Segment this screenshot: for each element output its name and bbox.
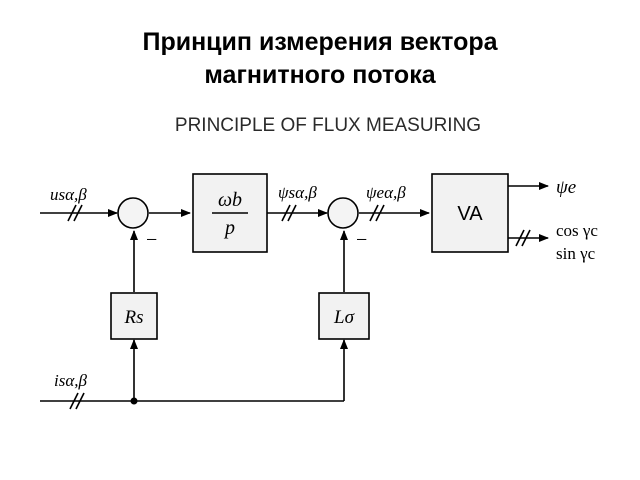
rs-label: Rs bbox=[124, 307, 144, 328]
lsigma-label: Lσ bbox=[333, 307, 355, 328]
diagram-subtitle: PRINCIPLE OF FLUX MEASURING bbox=[175, 115, 481, 136]
summing-junction-1 bbox=[117, 197, 149, 229]
bus-marks bbox=[67, 204, 531, 410]
va-label: VA bbox=[457, 203, 483, 225]
integrator-denominator: p bbox=[223, 217, 235, 239]
integrator-numerator: ωb bbox=[218, 189, 242, 211]
summing-junction-2 bbox=[327, 197, 359, 229]
rs-block bbox=[110, 292, 158, 340]
psi-e-output-label: ψe bbox=[556, 177, 576, 198]
title-line-1: Принцип измерения вектора bbox=[142, 28, 498, 56]
i-input-label: isα,β bbox=[54, 371, 88, 390]
sin-output-label: sin γc bbox=[556, 244, 596, 263]
va-block bbox=[431, 173, 509, 253]
psi-e-label: ψeα,β bbox=[366, 183, 406, 202]
lsigma-block bbox=[318, 292, 370, 340]
junction-dot bbox=[130, 397, 138, 405]
page-title: Принцип измерения вектора магнитного пот… bbox=[0, 26, 640, 92]
psi-s-label: ψsα,β bbox=[278, 183, 317, 202]
cos-output-label: cos γc bbox=[556, 221, 598, 240]
minus-sign-1: − bbox=[146, 229, 157, 251]
u-input-label: usα,β bbox=[50, 185, 87, 204]
minus-sign-2: − bbox=[356, 229, 367, 251]
title-line-2: магнитного потока bbox=[204, 61, 436, 89]
